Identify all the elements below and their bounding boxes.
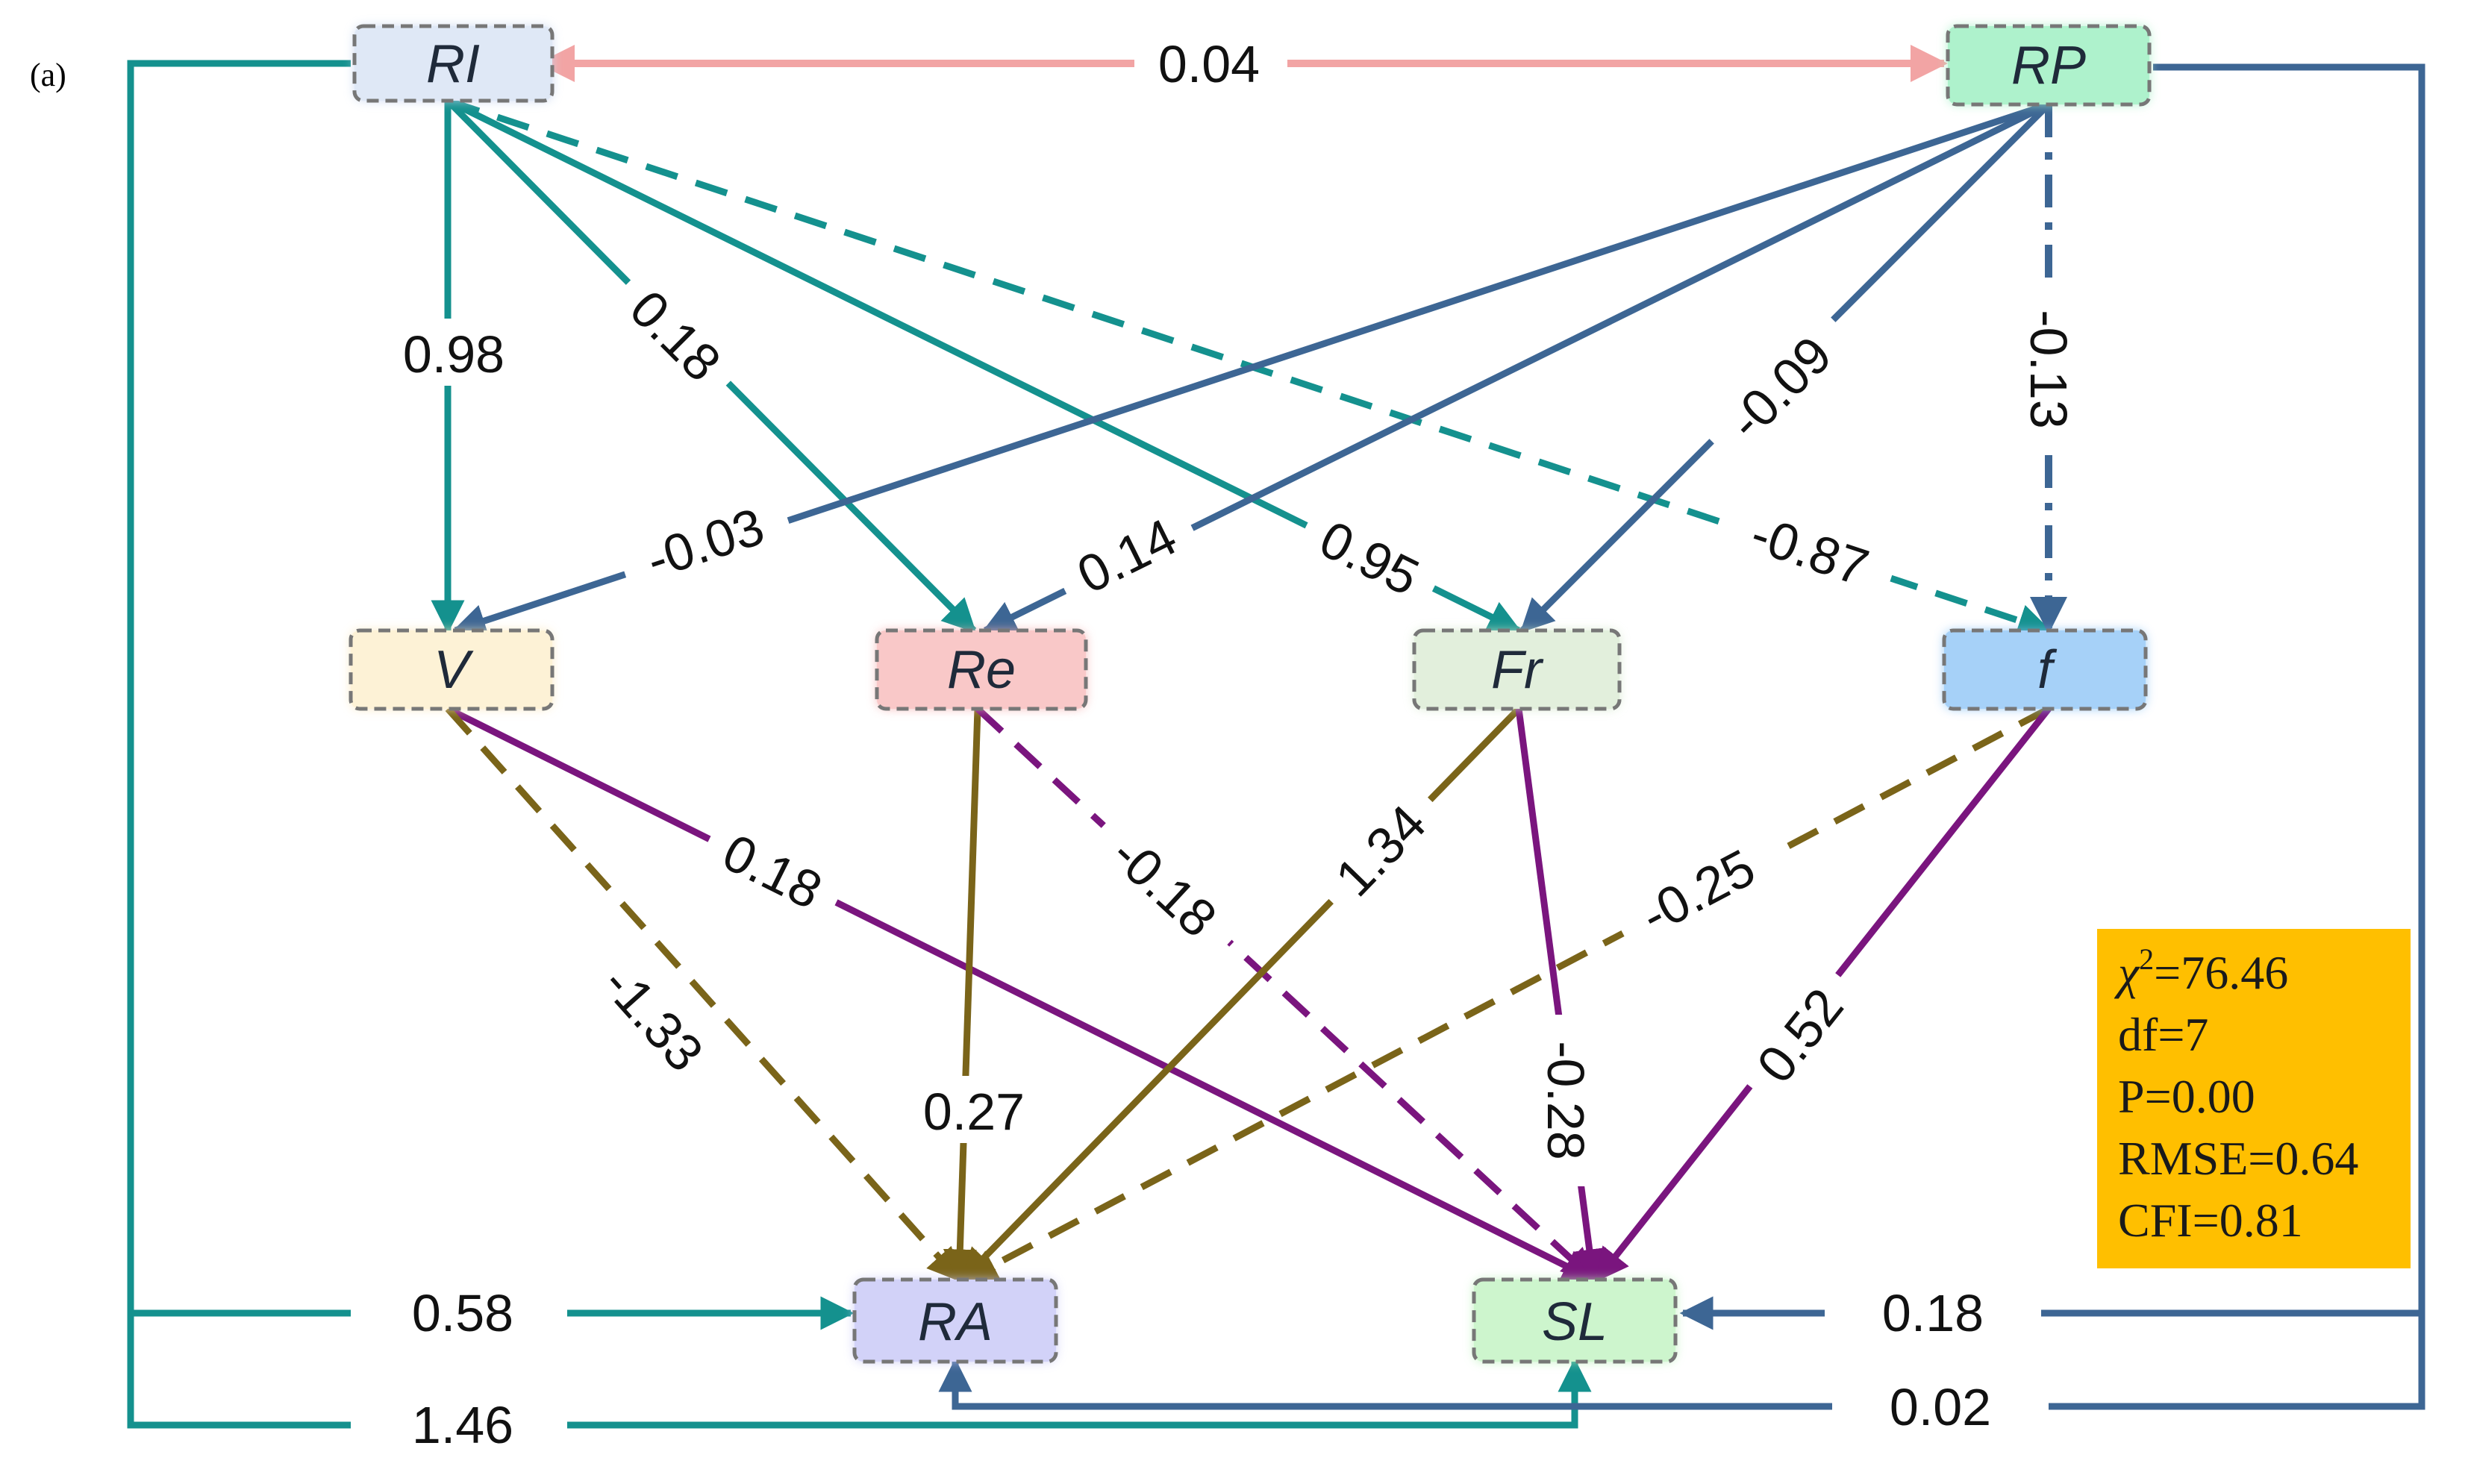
edge-RP-SL [1679,63,2425,1330]
chi-value: =76.46 [2154,946,2288,999]
node-RA: RA [852,1277,1058,1364]
edge-Re-SL [975,706,1596,1283]
fit-p: P=0.00 [2118,1070,2255,1123]
edge-V-SL [446,705,1597,1283]
edge-Fr-SL [1515,708,1607,1283]
node-label-SL: SL [1542,1292,1608,1352]
node-label-RA: RA [918,1292,993,1352]
fit-cfi: CFI=0.81 [2118,1194,2303,1247]
node-RP: RP [1946,24,2152,107]
coef-RI-V: 0.98 [403,325,504,383]
node-label-Fr: Fr [1491,640,1544,700]
coef-Fr-SL: -0.28 [1537,1041,1595,1160]
coef-Re-RA: 0.27 [923,1083,1025,1141]
edges [127,45,2425,1429]
edge-RI-RA [127,60,855,1330]
nodes: RI RP V Re Fr f RA [349,24,2152,1364]
coef-RI-RP: 0.04 [1158,35,1260,93]
edge-V-RA [445,706,962,1283]
coefficients: 0.04 0.98 0.18 0.95 -0.87 -0.03 0.14 -0.… [383,35,2084,1454]
node-Re: Re [875,628,1088,711]
coef-RP-SL: 0.18 [1882,1284,1984,1342]
node-Fr: Fr [1412,628,1622,711]
chi-superscript: 2 [2139,942,2154,976]
node-label-RP: RP [2011,36,2086,96]
fit-df: df=7 [2118,1008,2208,1061]
node-SL: SL [1472,1277,1678,1364]
node-RI: RI [352,24,555,103]
fit-rmse: RMSE=0.64 [2118,1132,2358,1185]
fit-stats-box: χ2=76.46 df=7 P=0.00 RMSE=0.64 CFI=0.81 [2097,929,2411,1268]
node-label-V: V [434,640,474,700]
panel-label: (a) [30,57,66,93]
node-label-Re: Re [947,640,1016,700]
chi-symbol: χ [2114,946,2140,999]
edge-RP-RA [938,1313,2425,1410]
node-V: V [349,628,555,711]
coef-RP-f: -0.13 [2019,310,2078,429]
node-label-RI: RI [426,34,480,94]
coef-RP-RA: 0.02 [1890,1378,1991,1436]
edge-Fr-RA [960,706,1522,1283]
node-f: f [1942,628,2148,711]
coef-RI-RA: 0.58 [412,1284,513,1342]
edge-f-RA [963,706,2051,1283]
edge-Re-RA [943,708,981,1283]
fit-chi-square: χ2=76.46 [2114,942,2288,999]
coef-RI-SL: 1.46 [412,1396,513,1454]
edge-RI-SL [127,1313,1592,1429]
